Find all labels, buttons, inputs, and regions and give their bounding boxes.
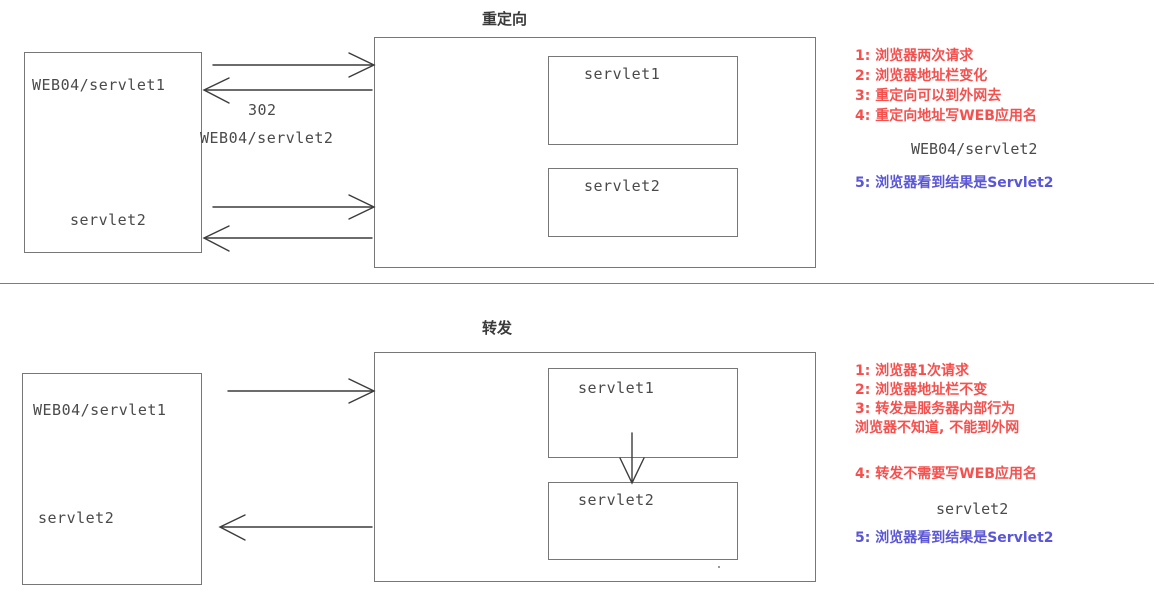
servlet2-box-redirect (548, 168, 738, 237)
client-box-forward (22, 373, 202, 585)
section-title-redirect: 重定向 (482, 10, 528, 28)
servlet1-box-forward (548, 368, 738, 458)
forward-note-2: 2: 浏览器地址栏不变 (855, 382, 988, 398)
redirect-note-url: WEB04/servlet2 (911, 140, 1038, 158)
status-code-label: 302 (248, 101, 277, 119)
client-request-url-redirect: WEB04/servlet1 (32, 76, 166, 94)
client-result-forward: servlet2 (38, 509, 115, 527)
client-request-url-forward: WEB04/servlet1 (33, 401, 167, 419)
forward-note-1: 1: 浏览器1次请求 (855, 363, 969, 379)
redirect-note-3: 3: 重定向可以到外网去 (855, 88, 1002, 104)
servlet1-box-redirect (548, 56, 738, 145)
client-second-request-redirect: servlet2 (70, 211, 147, 229)
forward-note-3: 3: 转发是服务器内部行为 (855, 401, 1016, 417)
servlet1-label-redirect: servlet1 (584, 65, 661, 83)
redirect-note-5: 5: 浏览器看到结果是Servlet2 (855, 175, 1054, 191)
servlet2-label-redirect: servlet2 (584, 177, 661, 195)
forward-note-5: 5: 浏览器看到结果是Servlet2 (855, 530, 1054, 546)
section-divider (0, 283, 1154, 284)
redirect-note-2: 2: 浏览器地址栏变化 (855, 68, 988, 84)
redirect-note-4: 4: 重定向地址写WEB应用名 (855, 108, 1037, 124)
section-title-forward: 转发 (482, 319, 513, 337)
forward-note-4: 4: 转发不需要写WEB应用名 (855, 466, 1037, 482)
redirect-note-1: 1: 浏览器两次请求 (855, 48, 974, 64)
client-box-redirect (24, 52, 202, 253)
forward-note-3b: 浏览器不知道, 不能到外网 (855, 420, 1020, 436)
forward-note-url: servlet2 (936, 500, 1009, 518)
stray-dot (718, 566, 720, 568)
servlet2-label-forward: servlet2 (578, 491, 655, 509)
servlet1-label-forward: servlet1 (578, 379, 655, 397)
location-header-label: WEB04/servlet2 (200, 129, 334, 147)
